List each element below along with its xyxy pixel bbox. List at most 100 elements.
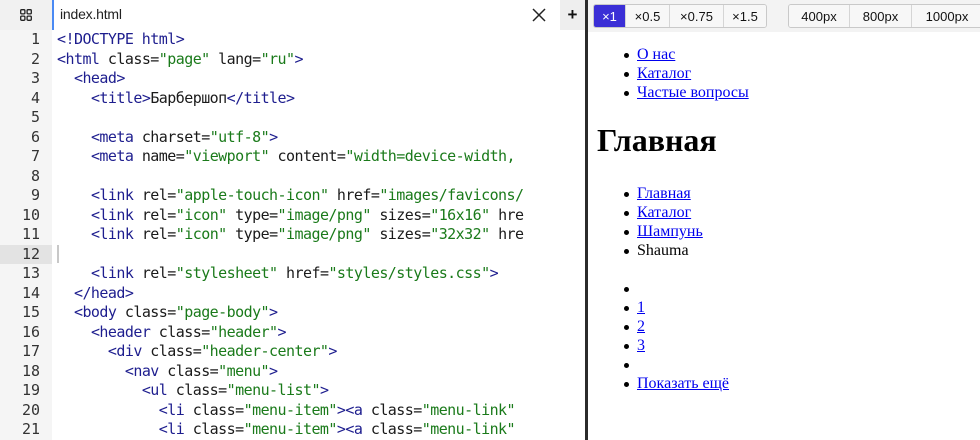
code-text: <html class="page" lang="ru"> — [57, 49, 304, 68]
code-text: <body class="page-body"> — [73, 303, 278, 321]
line-number: 10 — [21, 205, 40, 224]
code-line[interactable]: 17 <div class="header-center"> — [0, 342, 585, 362]
code-line[interactable]: 9 <link rel="apple-touch-icon" href="ima… — [0, 186, 585, 206]
line-number: 13 — [21, 264, 40, 282]
line-number: 3 — [30, 69, 40, 87]
menu-item: Частые вопросы — [588, 83, 980, 102]
line-number: 5 — [30, 108, 40, 126]
line-number: 8 — [30, 166, 40, 185]
line-number: 12 — [0, 244, 52, 264]
scale-button-group: ×1 ×0.5 ×0.75 ×1.5 — [593, 4, 767, 28]
menu-item: О нас — [588, 45, 980, 64]
menu-link-catalog[interactable]: Каталог — [637, 65, 692, 82]
line-number: 6 — [30, 127, 40, 146]
code-text: </head> — [73, 283, 134, 302]
main-menu: О нас Каталог Частые вопросы — [588, 45, 980, 102]
code-text: <meta name="viewport" content="width=dev… — [90, 147, 516, 165]
code-line[interactable]: 19 <ul class="menu-list"> — [0, 381, 585, 401]
breadcrumb-link-shampoo[interactable]: Шампунь — [637, 223, 703, 240]
breadcrumb-item: Shauma — [588, 241, 980, 260]
width-1000px-button[interactable]: 1000px — [912, 5, 980, 27]
line-number: 1 — [30, 30, 40, 48]
pagination-page-3[interactable]: 3 — [637, 337, 645, 354]
breadcrumb-item: Каталог — [588, 203, 980, 222]
text-cursor — [57, 244, 59, 263]
width-800px-button[interactable]: 800px — [850, 5, 912, 27]
menu-link-about[interactable]: О нас — [637, 46, 676, 63]
line-number: 17 — [21, 342, 40, 360]
breadcrumb-current: Shauma — [637, 242, 689, 259]
code-line[interactable]: 21 <li class="menu-item"><a class="menu-… — [0, 420, 585, 440]
file-tab-index-html[interactable]: index.html — [52, 0, 560, 30]
code-text: <header class="header"> — [90, 322, 287, 341]
code-text: <nav class="menu"> — [124, 361, 278, 380]
line-number: 16 — [21, 322, 40, 341]
line-number: 21 — [21, 420, 40, 438]
code-line[interactable]: 11 <link rel="icon" type="image/png" siz… — [0, 225, 585, 245]
code-text: <link rel="apple-touch-icon" href="image… — [90, 186, 524, 204]
preview-pane: ×1 ×0.5 ×0.75 ×1.5 400px 800px 1000px О … — [588, 0, 980, 440]
code-line[interactable]: 5 — [0, 108, 585, 128]
pagination-item: 2 — [588, 317, 980, 336]
code-line[interactable]: 15 <body class="page-body"> — [0, 303, 585, 323]
line-number: 15 — [21, 303, 40, 321]
line-number: 19 — [21, 381, 40, 399]
code-line[interactable]: 8 — [0, 167, 585, 187]
code-line[interactable]: 1 <!DOCTYPE html> — [0, 30, 585, 50]
menu-item: Каталог — [588, 64, 980, 83]
breadcrumb-link-home[interactable]: Главная — [637, 185, 691, 202]
close-icon[interactable] — [530, 6, 548, 24]
code-line[interactable]: 4 <title>Барбершоп</title> — [0, 89, 585, 109]
line-number: 4 — [30, 88, 40, 107]
code-text: <li class="menu-item"><a class="menu-lin… — [158, 400, 516, 419]
code-line[interactable]: 13 <link rel="stylesheet" href="styles/s… — [0, 264, 585, 284]
breadcrumb-item: Шампунь — [588, 222, 980, 241]
page-title: Главная — [597, 122, 717, 158]
line-number: 11 — [21, 225, 40, 243]
scale-1x-button[interactable]: ×1 — [594, 5, 626, 27]
code-text: <meta charset="utf-8"> — [90, 127, 278, 146]
scale-0.75x-button[interactable]: ×0.75 — [670, 5, 724, 27]
code-line[interactable]: 2<html class="page" lang="ru"> — [0, 50, 585, 70]
line-number: 14 — [21, 283, 40, 302]
breadcrumb-link-catalog[interactable]: Каталог — [637, 204, 692, 221]
line-number: 9 — [30, 186, 40, 204]
code-line[interactable]: 6 <meta charset="utf-8"> — [0, 128, 585, 148]
code-line[interactable]: 10 <link rel="icon" type="image/png" siz… — [0, 206, 585, 226]
code-text: <link rel="stylesheet" href="styles/styl… — [90, 264, 499, 282]
width-button-group: 400px 800px 1000px — [788, 4, 980, 28]
code-text: <!DOCTYPE html> — [57, 30, 185, 48]
breadcrumb-item: Главная — [588, 184, 980, 203]
menu-link-faq[interactable]: Частые вопросы — [637, 84, 749, 101]
editor-tab-bar: index.html + — [0, 0, 585, 30]
code-line[interactable]: 7 <meta name="viewport" content="width=d… — [0, 147, 585, 167]
pagination-next-item — [588, 355, 980, 374]
line-number: 20 — [21, 400, 40, 419]
pagination-prev-item — [588, 279, 980, 298]
show-more-link[interactable]: Показать ещё — [637, 375, 730, 392]
breadcrumb: Главная Каталог Шампунь Shauma — [588, 184, 980, 260]
scale-0.5x-button[interactable]: ×0.5 — [626, 5, 670, 27]
line-number: 18 — [21, 361, 40, 380]
code-text: <ul class="menu-list"> — [141, 381, 329, 399]
pagination-page-1[interactable]: 1 — [637, 299, 645, 316]
add-tab-button[interactable]: + — [560, 0, 585, 30]
code-line[interactable]: 18 <nav class="menu"> — [0, 362, 585, 382]
code-line[interactable]: 3 <head> — [0, 69, 585, 89]
code-line[interactable]: 14 </head> — [0, 284, 585, 304]
code-text: <link rel="icon" type="image/png" sizes=… — [90, 225, 524, 243]
pagination-item: 3 — [588, 336, 980, 355]
code-editor: index.html + 1 <!DOCTYPE html> 2<html clas… — [0, 0, 585, 440]
code-text: <div class="header-center"> — [107, 342, 338, 360]
file-list-button[interactable] — [0, 0, 52, 30]
pagination: 1 2 3 Показать ещё — [588, 279, 980, 393]
code-text: <link rel="icon" type="image/png" sizes=… — [90, 205, 524, 224]
code-line[interactable]: 20 <li class="menu-item"><a class="menu-… — [0, 401, 585, 421]
width-400px-button[interactable]: 400px — [789, 5, 850, 27]
pane-divider[interactable] — [585, 0, 588, 440]
pagination-page-2[interactable]: 2 — [637, 318, 645, 335]
scale-1.5x-button[interactable]: ×1.5 — [724, 5, 766, 27]
code-line[interactable]: 16 <header class="header"> — [0, 323, 585, 343]
preview-toolbar: ×1 ×0.5 ×0.75 ×1.5 400px 800px 1000px — [588, 0, 980, 32]
code-line[interactable]: 12 — [0, 244, 585, 264]
